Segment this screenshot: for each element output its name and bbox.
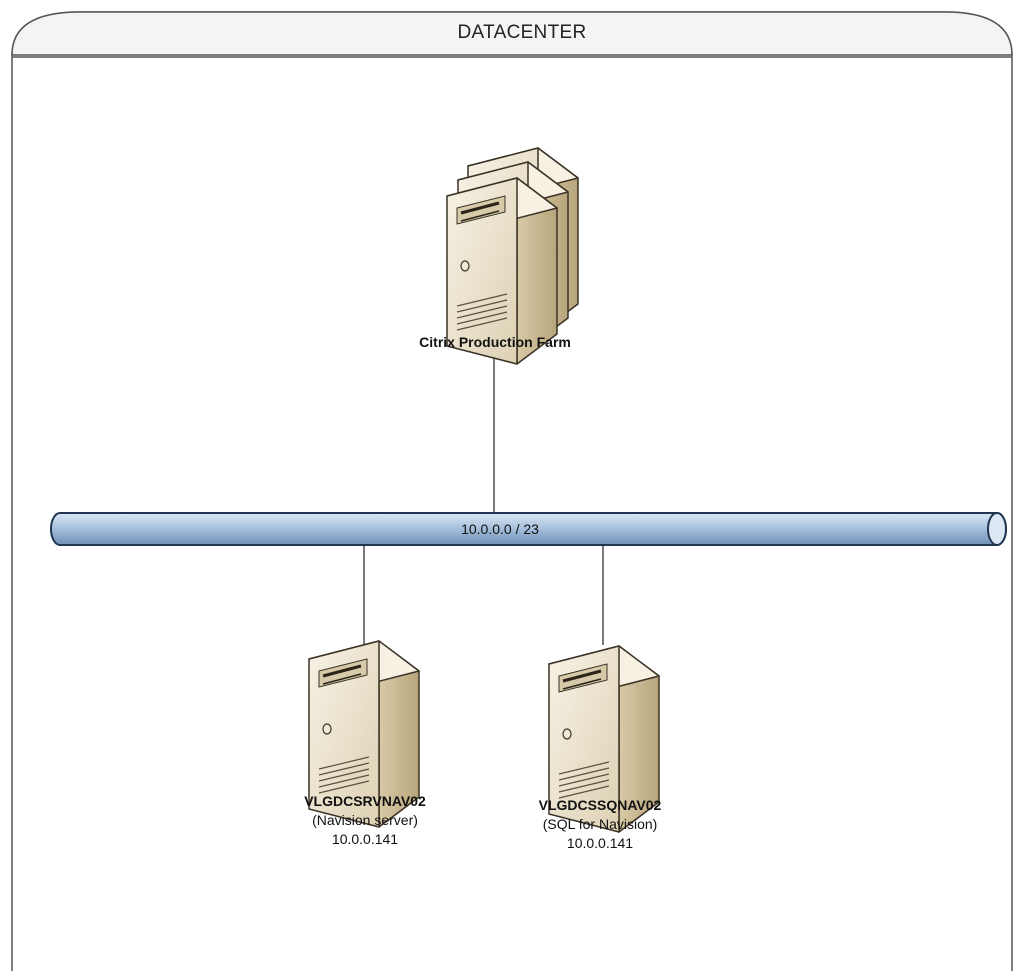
datacenter-container xyxy=(11,11,1013,971)
sql-server-ip: 10.0.0.141 xyxy=(566,835,634,851)
citrix-farm-icon xyxy=(445,146,580,366)
citrix-farm-label: Citrix Production Farm xyxy=(419,334,571,350)
sql-server-role: (SQL for Navision) xyxy=(542,816,658,832)
network-bus xyxy=(50,512,1007,546)
nav-server-role: (Navision server) xyxy=(312,812,418,828)
nav-server-name: VLGDCSRVNAV02 xyxy=(304,793,426,809)
network-label: 10.0.0.0 / 23 xyxy=(461,521,539,537)
container-title: DATACENTER xyxy=(457,22,587,43)
nav-server-ip: 10.0.0.141 xyxy=(331,831,399,847)
sql-server-name: VLGDCSSQNAV02 xyxy=(538,797,662,813)
